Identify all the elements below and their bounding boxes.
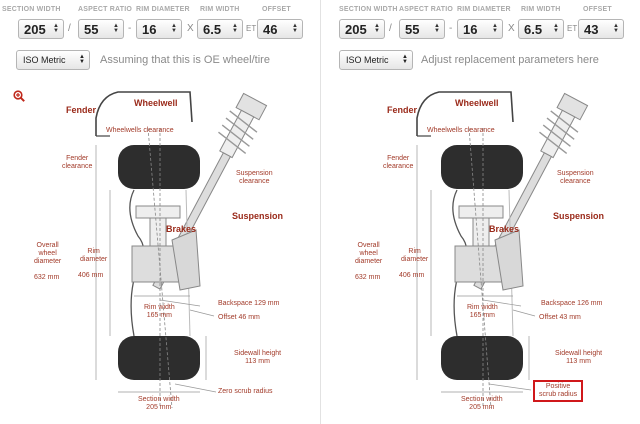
aspect-ratio-header: ASPECT RATIO: [399, 6, 453, 13]
section-width-header: SECTION WIDTH: [2, 6, 61, 13]
separator-x: X: [508, 23, 515, 34]
fender-line: [416, 91, 514, 136]
unit-system-select[interactable]: ISO Metric▲▼: [16, 50, 90, 70]
overall-diameter-label: Overall wheel diameter: [355, 242, 383, 265]
knuckle: [171, 229, 201, 291]
replacement-panel: SECTION WIDTH ASPECT RATIO RIM DIAMETER …: [320, 0, 640, 424]
offset-label: Offset 43 mm: [539, 314, 581, 321]
rim-diameter-label: Rim diameter: [401, 248, 429, 263]
overall-diameter-label: Overall wheel diameter: [34, 242, 62, 265]
tire-top: [118, 145, 200, 189]
separator-slash: /: [68, 23, 71, 34]
fender-label: Fender: [66, 105, 97, 115]
brakes-label: Brakes: [489, 224, 520, 234]
brake-caliper: [135, 205, 181, 219]
sidewall-height-label: Sidewall height 113 mm: [234, 350, 282, 365]
rim-diameter-header: RIM DIAMETER: [457, 6, 511, 13]
rim-width-label: Rim width 165 mm: [144, 304, 175, 319]
offset-header: OFFSET: [262, 6, 291, 13]
section-width-select[interactable]: 205▲▼: [339, 19, 385, 39]
zoom-in-icon[interactable]: [13, 90, 25, 102]
knuckle: [494, 229, 524, 291]
rim-width-label: Rim width 165 mm: [467, 304, 498, 319]
et-label: ET: [246, 24, 257, 33]
brakes-label: Brakes: [166, 224, 197, 234]
offset-select[interactable]: 46▲▼: [257, 19, 303, 39]
scrub-radius-label: Zero scrub radius: [218, 388, 273, 395]
updown-arrow-icon: ▲▼: [79, 54, 85, 65]
updown-arrow-icon: ▲▼: [402, 54, 408, 65]
wheelwell-label: Wheelwell: [134, 98, 178, 108]
separator-slash: /: [389, 23, 392, 34]
backspace-label: Backspace 129 mm: [218, 300, 280, 307]
offset-select[interactable]: 43▲▼: [578, 19, 624, 39]
rim-width-header: RIM WIDTH: [521, 6, 561, 13]
section-width-label: Section width 205 mm: [138, 396, 180, 411]
updown-arrow-icon: ▲▼: [171, 23, 177, 34]
updown-arrow-icon: ▲▼: [613, 23, 619, 34]
fender-clearance-label: Fender clearance: [383, 155, 414, 170]
rim-diameter-value: 406 mm: [399, 272, 425, 279]
wheelwells-clearance-label: Wheelwells clearance: [106, 127, 174, 134]
suspension-clearance-label: Suspension clearance: [557, 170, 594, 185]
rim-width-select[interactable]: 6.5▲▼: [518, 19, 564, 39]
rim-diameter-select[interactable]: 16▲▼: [136, 19, 182, 39]
updown-arrow-icon: ▲▼: [292, 23, 298, 34]
rim-diameter-header: RIM DIAMETER: [136, 6, 190, 13]
separator-dash: -: [449, 23, 453, 34]
offset-label: Offset 46 mm: [218, 314, 260, 321]
updown-arrow-icon: ▲▼: [53, 23, 59, 34]
rim-diameter-value: 406 mm: [78, 272, 104, 279]
updown-arrow-icon: ▲▼: [374, 23, 380, 34]
offset-header: OFFSET: [583, 6, 612, 13]
rim-diameter-select[interactable]: 16▲▼: [457, 19, 503, 39]
suspension-label: Suspension: [553, 211, 605, 221]
aspect-ratio-header: ASPECT RATIO: [78, 6, 132, 13]
backspace-label: Backspace 126 mm: [541, 300, 603, 307]
scrub-radius-label: Positive scrub radius: [533, 380, 584, 402]
tire-bottom: [118, 336, 200, 380]
updown-arrow-icon: ▲▼: [492, 23, 498, 34]
suspension-label: Suspension: [232, 211, 284, 221]
suspension-clearance-label: Suspension clearance: [236, 170, 273, 185]
updown-arrow-icon: ▲▼: [553, 23, 559, 34]
separator-dash: -: [128, 23, 132, 34]
sidewall-height-label: Sidewall height 113 mm: [555, 350, 603, 365]
oe-note: Assuming that this is OE wheel/tire: [100, 54, 270, 66]
aspect-ratio-select[interactable]: 55▲▼: [78, 19, 124, 39]
wheelwell-label: Wheelwell: [455, 98, 499, 108]
rim-width-header: RIM WIDTH: [200, 6, 240, 13]
brake-caliper: [458, 205, 504, 219]
tire-top: [441, 145, 523, 189]
fender-clearance-label: Fender clearance: [62, 155, 93, 170]
updown-arrow-icon: ▲▼: [434, 23, 440, 34]
separator-x: X: [187, 23, 194, 34]
wheel-diagram: [416, 91, 589, 409]
et-label: ET: [567, 24, 578, 33]
original-panel: SECTION WIDTH ASPECT RATIO RIM DIAMETER …: [2, 6, 303, 411]
updown-arrow-icon: ▲▼: [113, 23, 119, 34]
section-width-select[interactable]: 205▲▼: [18, 19, 64, 39]
aspect-ratio-select[interactable]: 55▲▼: [399, 19, 445, 39]
wheelwells-clearance-label: Wheelwells clearance: [427, 127, 495, 134]
unit-system-select[interactable]: ISO Metric▲▼: [339, 50, 413, 70]
overall-diameter-value: 632 mm: [355, 274, 381, 281]
rim-diameter-label: Rim diameter: [80, 248, 108, 263]
overall-diameter-value: 632 mm: [34, 274, 60, 281]
wheel-diagram: [95, 91, 268, 409]
section-width-header: SECTION WIDTH: [339, 6, 398, 13]
fender-line: [95, 91, 193, 136]
rim-width-select[interactable]: 6.5▲▼: [197, 19, 243, 39]
adjust-note: Adjust replacement parameters here: [421, 54, 599, 66]
fender-label: Fender: [387, 105, 418, 115]
section-width-label: Section width 205 mm: [461, 396, 503, 411]
updown-arrow-icon: ▲▼: [232, 23, 238, 34]
tire-bottom: [441, 336, 523, 380]
